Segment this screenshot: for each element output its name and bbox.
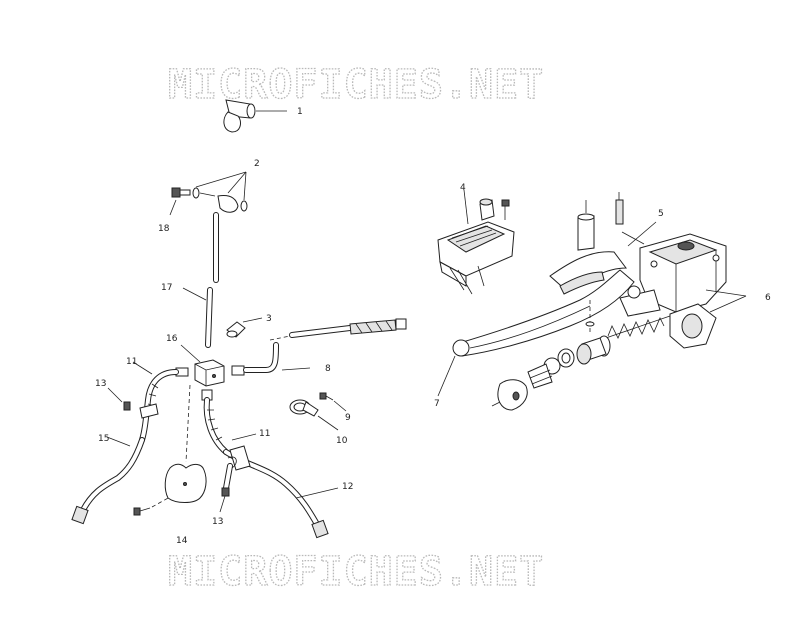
callout-16: 16: [166, 334, 178, 344]
callout-1: 1: [297, 107, 303, 117]
part-6-master-cylinder: [619, 233, 747, 349]
callout-13-right: 13: [212, 517, 223, 527]
callout-10: 10: [336, 436, 348, 446]
part-4-reservoir-cover: [437, 189, 515, 295]
piston-spring-assembly: [491, 300, 671, 411]
callout-4: 4: [460, 183, 466, 193]
callout-7: 7: [434, 399, 440, 409]
part-5-reservoir-parts: [577, 192, 657, 251]
callout-3: 3: [266, 314, 272, 324]
callout-labels: 1 2 3 4 5 6 7 8 9 10 11 11 12 13 13 14 1…: [95, 107, 771, 546]
part-18-banjo-bolt: [169, 187, 191, 216]
callout-9: 9: [345, 413, 351, 423]
part-3-fitting: [226, 317, 263, 338]
callout-18: 18: [158, 224, 170, 234]
callout-5: 5: [658, 209, 664, 219]
part-8-brake-line: [231, 342, 311, 376]
part-13-right-clip: [219, 456, 237, 513]
part-7-brake-lever: [437, 251, 641, 397]
callout-15: 15: [98, 434, 109, 444]
callout-14: 14: [176, 536, 188, 546]
part-16-junction-block: [180, 344, 225, 387]
part-17-brake-line: [182, 212, 219, 348]
part-1-tee-fitting: [223, 99, 287, 133]
callout-6: 6: [765, 293, 771, 303]
part-10-hose-clamp: [289, 399, 339, 431]
brake-line-rod: [269, 318, 407, 341]
part-14-bracket: [133, 384, 207, 516]
part-15-brake-hose: [71, 436, 145, 525]
part-2-washers: [192, 171, 248, 213]
callout-8: 8: [325, 364, 331, 374]
callout-17: 17: [161, 283, 172, 293]
part-9-screw: [319, 392, 347, 412]
part-12-brake-hose: [223, 445, 339, 539]
watermark-bottom: MICROFICHES.NET: [168, 549, 544, 595]
callout-11-right: 11: [259, 429, 270, 439]
callout-11-left: 11: [126, 357, 137, 367]
part-11-left-hose: [132, 361, 189, 443]
callout-2: 2: [254, 159, 260, 169]
part-13-left-clip: [107, 387, 159, 419]
part-11-right-hose: [201, 389, 257, 455]
callout-13-left: 13: [95, 379, 106, 389]
callout-12: 12: [342, 482, 353, 492]
watermark-top: MICROFICHES.NET: [168, 62, 544, 108]
